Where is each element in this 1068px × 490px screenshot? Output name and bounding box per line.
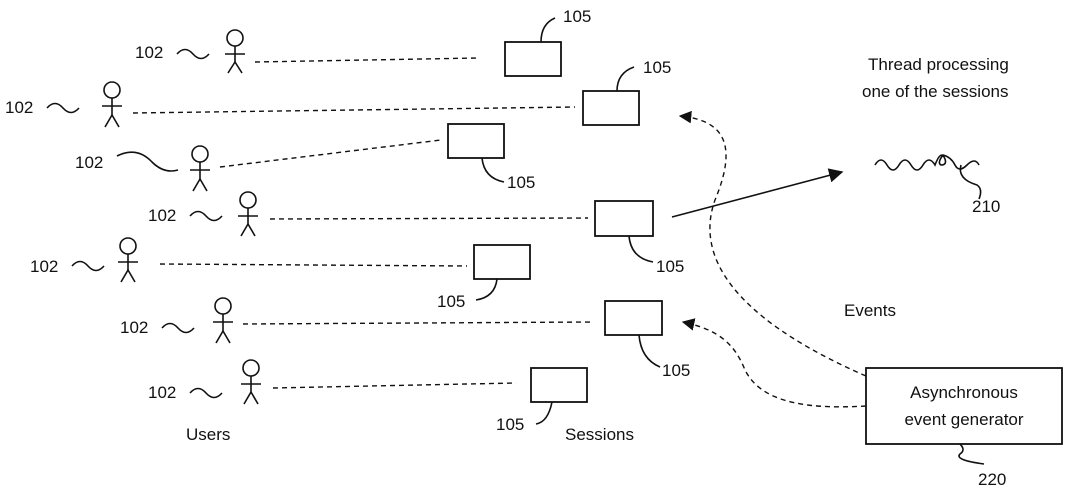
session-ref-label: 105 [507,173,535,192]
user-4: 102 [148,191,589,237]
event-generator-box [865,367,1063,445]
sessions-caption: Sessions [565,425,634,444]
session-ref-label: 105 [662,361,690,380]
user-ref-label: 102 [30,257,58,276]
leader-line [46,102,80,114]
session-ref-label: 105 [563,7,591,26]
leader-line [481,157,505,183]
event-arrow-upper [678,110,867,377]
leader-line [616,66,635,92]
leader-line [535,401,553,425]
leader-line [540,17,556,43]
user-ref-label: 102 [75,153,103,172]
session-box [447,123,505,159]
user-1: 102 [135,29,479,74]
generator-ref-label: 220 [978,470,1006,489]
session-6: 105 [604,300,690,380]
user-icon [190,145,210,192]
user-icon [102,81,122,128]
thread-ref-label: 210 [972,197,1000,216]
session-link [242,321,594,325]
leader-line [176,48,210,60]
events-label: Events [844,301,896,320]
user-ref-label: 102 [148,383,176,402]
session-3: 105 [447,123,535,192]
leader-line [161,322,195,334]
session-1: 105 [504,7,591,77]
leader-line [189,210,223,222]
event-arrow-lower [681,318,867,408]
user-icon [225,29,245,74]
user-icon [213,297,233,344]
user-7: 102 [148,359,517,405]
session-box [504,41,562,77]
session-link [272,382,517,389]
leader-line [116,151,179,172]
thread-squiggle-icon [874,154,980,171]
user-ref-label: 102 [5,98,33,117]
thread-caption-line2: one of the sessions [862,82,1008,101]
session-link [254,57,479,63]
session-box [530,367,588,403]
leader-line [71,260,105,272]
session-ref-label: 105 [437,292,465,311]
session-box [473,244,531,280]
session-5: 105 [437,244,531,311]
user-5: 102 [30,237,468,283]
session-link [219,139,442,168]
leader-line [475,278,498,301]
user-3: 102 [75,139,442,192]
session-ref-label: 105 [496,415,524,434]
generator-label-line2: event generator [904,410,1023,429]
session-link [269,217,589,220]
user-icon [241,359,261,405]
users-caption: Users [186,425,230,444]
session-link [159,263,468,267]
user-6: 102 [120,297,594,344]
session-2: 105 [582,58,671,126]
user-icon [238,191,258,237]
session-ref-label: 105 [656,257,684,276]
session-box [594,200,654,237]
leader-line [958,443,985,465]
user-ref-label: 102 [120,318,148,337]
user-2: 102 [5,81,576,128]
leader-line [189,387,223,399]
event-generator: Asynchronous event generator [865,367,1063,445]
user-ref-label: 102 [135,43,163,62]
thread-arrow [671,168,844,218]
thread-caption-line1: Thread processing [868,55,1009,74]
session-ref-label: 105 [643,58,671,77]
user-ref-label: 102 [148,206,176,225]
leader-line [628,235,654,263]
session-link [132,106,576,114]
session-box [582,90,640,126]
user-icon [118,237,138,283]
session-box [604,300,663,336]
generator-label-line1: Asynchronous [910,383,1018,402]
leader-line [638,334,661,368]
session-7: 105 [496,367,588,434]
leader-line [959,164,982,200]
session-4: 105 [594,200,684,276]
